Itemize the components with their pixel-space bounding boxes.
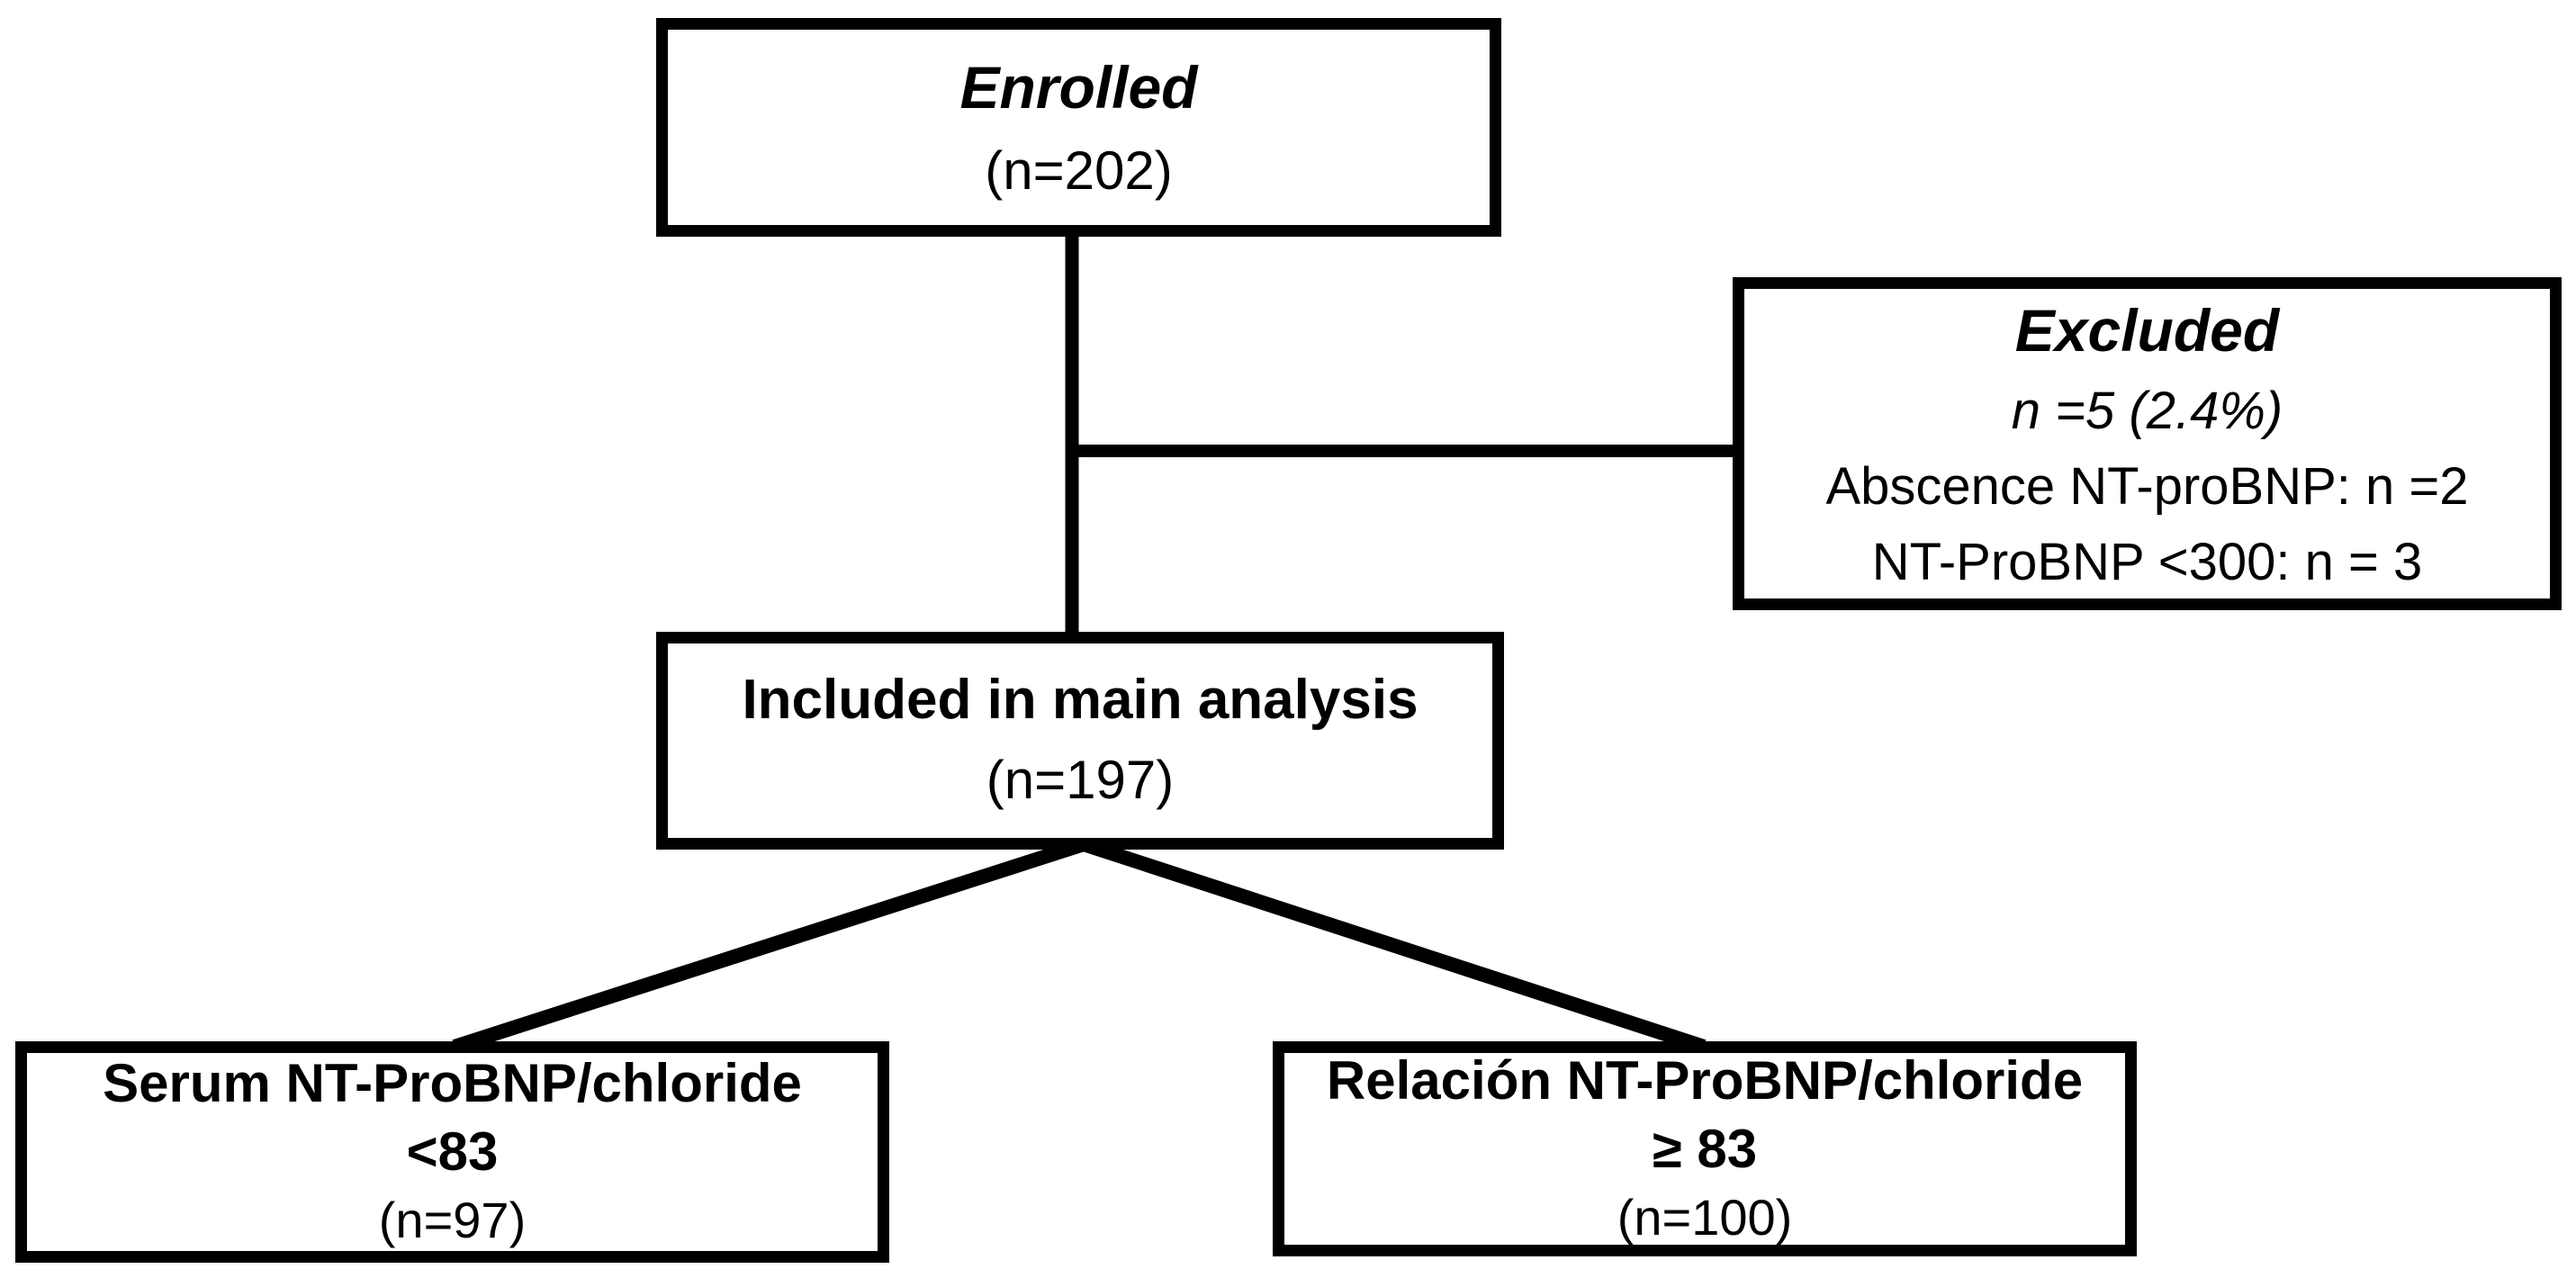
enrolled-count: (n=202): [985, 140, 1173, 201]
included-box: Included in main analysis (n=197): [656, 632, 1504, 850]
enrolled-box: Enrolled (n=202): [656, 18, 1501, 237]
group-high-box: Relación NT-ProBNP/chloride ≥ 83 (n=100): [1273, 1041, 2137, 1256]
excluded-box: Excluded n =5 (2.4%) Abscence NT-proBNP:…: [1733, 277, 2562, 610]
group-high-title: Relación NT-ProBNP/chloride: [1326, 1049, 2084, 1111]
connector-included-to-group-high: [1081, 837, 1707, 1054]
connector-included-to-group-low: [452, 837, 1086, 1054]
group-low-box: Serum NT-ProBNP/chloride <83 (n=97): [15, 1041, 889, 1263]
group-high-count: (n=100): [1617, 1188, 1793, 1246]
excluded-subtitle: n =5 (2.4%): [2011, 382, 2283, 440]
excluded-reason: Abscence NT-proBNP: n =2: [1825, 457, 2469, 516]
enrolled-title: Enrolled: [959, 53, 1198, 121]
excluded-title: Excluded: [2014, 297, 2280, 364]
group-low-title: Serum NT-ProBNP/chloride: [103, 1053, 802, 1113]
group-low-count: (n=97): [378, 1192, 527, 1248]
group-low-threshold: <83: [406, 1121, 499, 1182]
included-title: Included in main analysis: [742, 669, 1419, 731]
included-count: (n=197): [986, 750, 1175, 810]
group-high-threshold: ≥ 83: [1652, 1118, 1758, 1179]
excluded-reason: NT-ProBNP <300: n = 3: [1871, 533, 2423, 591]
